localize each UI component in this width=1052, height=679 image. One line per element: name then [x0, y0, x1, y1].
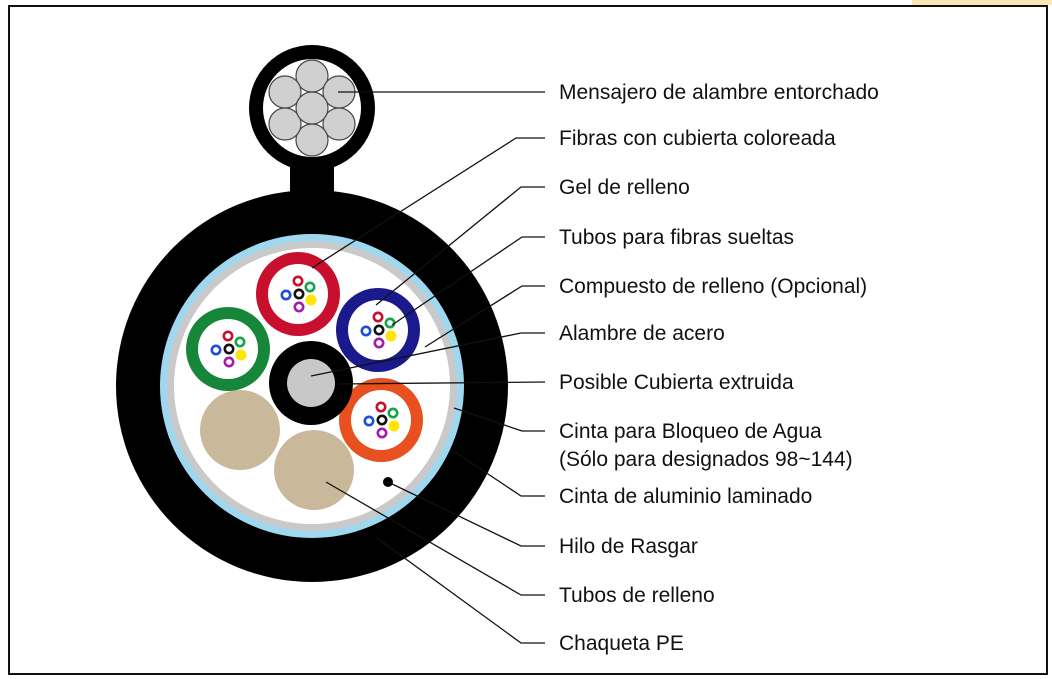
- label-ripcord: Hilo de Rasgar: [559, 535, 698, 558]
- label-water-blocking-tape: Cinta para Bloqueo de Agua: [559, 420, 822, 443]
- loose-tube-blue: [336, 288, 420, 372]
- loose-tube-green: [186, 307, 270, 391]
- label-loose-tubes: Tubos para fibras sueltas: [559, 226, 794, 249]
- loose-tube-red: [256, 252, 340, 336]
- label-aluminum-tape: Cinta de aluminio laminado: [559, 485, 812, 508]
- label-filling-compound: Compuesto de relleno (Opcional): [559, 275, 867, 298]
- leader-lines: [310, 91, 546, 644]
- loose-tube-orange: [339, 378, 423, 462]
- filler-tube-left: [200, 390, 280, 470]
- central-steel-wire: [269, 341, 353, 425]
- label-extruded-sheath: Posible Cubierta extruida: [559, 371, 794, 394]
- label-colored-fibers: Fibras con cubierta coloreada: [559, 127, 836, 150]
- filler-tube-bottom: [274, 430, 354, 510]
- label-pe-jacket: Chaqueta PE: [559, 632, 684, 655]
- messenger-wire: [249, 45, 375, 210]
- label-water-blocking-tape-note: (Sólo para designados 98~144): [559, 448, 853, 471]
- corner-tab: [912, 0, 1052, 5]
- label-filler-tubes: Tubos de relleno: [559, 584, 715, 607]
- label-filling-gel: Gel de relleno: [559, 176, 690, 199]
- label-messenger: Mensajero de alambre entorchado: [559, 81, 879, 104]
- label-steel-wire: Alambre de acero: [559, 322, 725, 345]
